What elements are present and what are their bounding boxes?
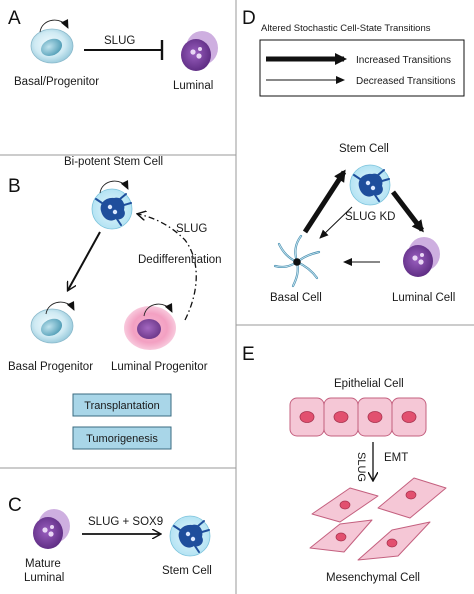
- panel-c-letter: C: [8, 495, 22, 516]
- mesenchymal-cell: [311, 487, 379, 523]
- epithelial-cell: [357, 397, 393, 437]
- mesenchymal-cell: [309, 519, 373, 553]
- panel-b-stem-label: Bi-potent Stem Cell: [64, 156, 163, 168]
- panel-a-slug-label: SLUG: [104, 35, 135, 47]
- panel-a-luminal-label: Luminal: [173, 80, 213, 92]
- panel-a-letter: A: [8, 8, 21, 29]
- panel-c-mature-label-1: Mature: [25, 558, 61, 570]
- panel-c-mature-label-2: Luminal: [24, 572, 64, 584]
- legend-box: [259, 39, 465, 97]
- stem-cell-icon-d: [349, 164, 391, 206]
- basal-progenitor-cell-icon-b: [30, 302, 74, 344]
- arrow-stem-to-luminal: [391, 190, 424, 233]
- panel-d-luminal-label: Luminal Cell: [392, 292, 455, 304]
- epithelial-cell: [289, 397, 325, 437]
- panel-b-dediff-label: Dedifferentiation: [138, 254, 222, 266]
- mature-luminal-cell-icon: [33, 509, 70, 549]
- luminal-cell-icon: [181, 31, 218, 71]
- arrow-dedifferentiation: [138, 214, 197, 321]
- epithelial-cell-row: [289, 397, 427, 437]
- panel-b: B Bi-potent Stem Cell SLUG Dedifferentia…: [8, 156, 222, 450]
- panel-b-luminal-label: Luminal Progenitor: [111, 361, 208, 373]
- arrow-stem-to-basal: [68, 231, 101, 290]
- panel-e-epithelial-label: Epithelial Cell: [334, 378, 404, 390]
- luminal-progenitor-cell-icon: [124, 304, 176, 350]
- stem-cell-icon-c: [169, 515, 211, 557]
- tumorigenesis-box: [72, 426, 172, 450]
- bipotent-stem-cell-icon: [91, 181, 133, 230]
- panel-d-kd-label: SLUG KD: [345, 211, 396, 223]
- panel-d: D Altered Stochastic Cell-State Transiti…: [242, 8, 465, 304]
- legend-decreased-label: Decreased Transitions: [356, 76, 456, 87]
- luminal-cell-icon-d: [403, 237, 440, 277]
- panel-b-basal-label: Basal Progenitor: [8, 361, 93, 373]
- arrow-basal-to-stem: [302, 169, 347, 234]
- transplantation-label: Transplantation: [84, 400, 159, 412]
- panel-e-slug-label: SLUG: [355, 452, 367, 482]
- mesenchymal-cell: [377, 477, 447, 519]
- mesenchymal-cell: [357, 521, 431, 561]
- panel-b-slug-label: SLUG: [176, 223, 207, 235]
- panel-e-mesenchymal-label: Mesenchymal Cell: [326, 572, 420, 584]
- legend-increased-label: Increased Transitions: [356, 55, 451, 66]
- panel-c-stem-label: Stem Cell: [162, 565, 212, 577]
- panel-e: E Epithelial Cell EMT SLUG: [242, 344, 447, 584]
- panel-d-legend-title: Altered Stochastic Cell-State Transition…: [261, 23, 431, 34]
- panel-e-letter: E: [242, 344, 255, 365]
- epithelial-cell: [391, 397, 427, 437]
- panel-b-letter: B: [8, 176, 21, 197]
- panel-d-basal-label: Basal Cell: [270, 292, 322, 304]
- panel-c-arrow-label: SLUG + SOX9: [88, 516, 163, 528]
- basal-cell-icon-d: [273, 234, 321, 288]
- transplantation-box: [72, 393, 172, 417]
- tumorigenesis-label: Tumorigenesis: [86, 433, 158, 445]
- panel-a-basal-label: Basal/Progenitor: [14, 76, 99, 88]
- epithelial-cell: [323, 397, 359, 437]
- panel-a: A SLUG Basal/Progenitor Luminal: [8, 8, 218, 92]
- panel-d-stem-label: Stem Cell: [339, 143, 389, 155]
- panel-c: C SLUG + SOX9 Mature Luminal Stem Cell: [8, 495, 212, 584]
- basal-progenitor-cell-icon: [30, 20, 74, 64]
- panel-d-letter: D: [242, 8, 256, 29]
- panel-e-emt-label: EMT: [384, 452, 408, 464]
- arrow-stem-to-basal-d: [319, 206, 353, 239]
- mesenchymal-cells: [309, 477, 447, 561]
